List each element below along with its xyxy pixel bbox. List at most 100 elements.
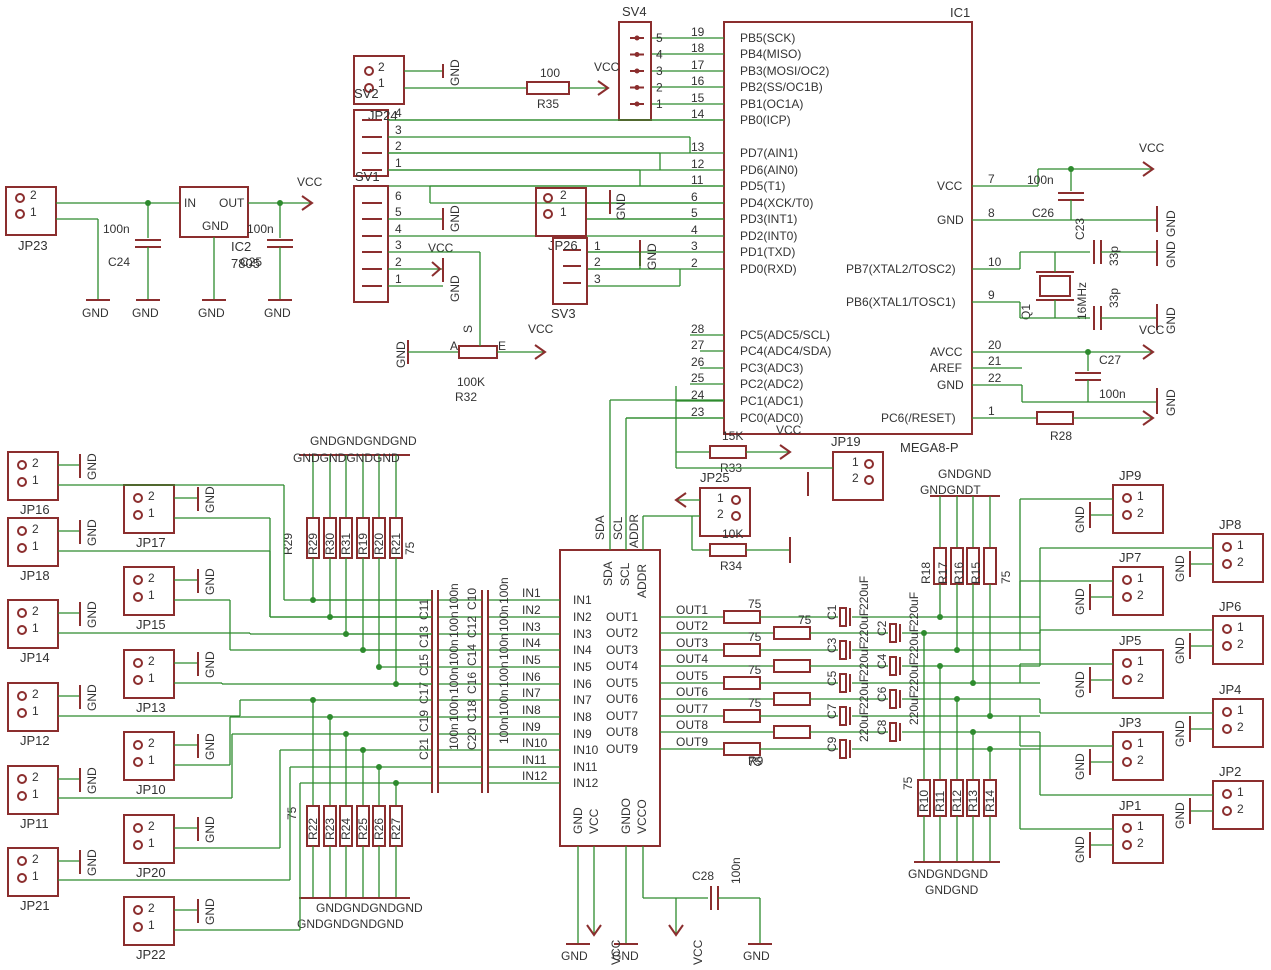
jp23-label: JP23 [18, 238, 48, 253]
header-pin-number: 1 [32, 473, 39, 487]
header-pin-number: 2 [148, 901, 155, 915]
resistor-label: R24 [339, 818, 353, 840]
jp23-header: 2 1 JP23 [5, 186, 57, 253]
cap-label: C14 [465, 644, 479, 666]
drv-output-pin: OUT7 [606, 709, 638, 723]
drv-output-net: OUT4 [676, 652, 708, 666]
ic1-pin-label: PC6(/RESET) [881, 411, 956, 425]
header-label: JP22 [136, 947, 166, 962]
gnd-label: GND [614, 193, 628, 220]
header-pin [133, 510, 143, 520]
ic1-pin-label: PB1(OC1A) [740, 97, 803, 111]
resistor-label: R12 [950, 790, 964, 812]
drv-output-pin: OUT8 [606, 725, 638, 739]
gnd-label: GND [85, 767, 99, 794]
output-resistor [773, 692, 811, 706]
dynamic-parts: 21JP16GND21JP18GND21JP14GND21JP12GND21JP… [7, 434, 1264, 962]
header-pin [1122, 757, 1132, 767]
resistor-label: R17 [936, 562, 950, 584]
header-pin [1122, 658, 1132, 668]
header-pin [1122, 675, 1132, 685]
ic1-pin-number: 5 [691, 206, 698, 220]
header-label: JP9 [1119, 468, 1141, 483]
header-label: JP7 [1119, 550, 1141, 565]
header-body [123, 814, 175, 864]
sv3-pin2: 2 [594, 255, 601, 269]
cap-label: C21 [417, 738, 431, 760]
jp26-pin2: 2 [560, 188, 567, 202]
header-pin [17, 873, 27, 883]
resistor-label: R30 [323, 533, 337, 555]
sv1-pin-number: 3 [395, 238, 402, 252]
gnd-label: GND [1164, 210, 1178, 237]
cap-value: 220uF [857, 708, 871, 742]
jp26-header: 2 1 JP26 [535, 187, 587, 253]
header-pin [1122, 510, 1132, 520]
cap-label: C7 [825, 703, 839, 719]
r35-value: 100 [540, 66, 560, 80]
c27-value: 100n [1099, 387, 1126, 401]
ic1-pin-number: 17 [691, 58, 705, 72]
header-body [7, 517, 59, 567]
ic1-pin-number: 27 [691, 338, 705, 352]
header-pin-number: 1 [1237, 785, 1244, 799]
junction-dot [987, 713, 993, 719]
ic2-part: 7805 [231, 256, 260, 271]
cap-label: C2 [875, 620, 889, 636]
cap-label: C4 [875, 653, 889, 669]
header-pin-number: 1 [1137, 819, 1144, 833]
header-pin-number: 1 [148, 918, 155, 932]
cap-value: 100n [447, 667, 461, 694]
header-pin-number: 2 [1237, 720, 1244, 734]
resistor-label: R16 [952, 562, 966, 584]
r34-value: 10K [722, 527, 743, 541]
gnd-group-label: GNDGNDGND [908, 867, 988, 881]
header-pin [17, 625, 27, 635]
reg-gnd-label: GND [202, 219, 229, 233]
resistor-label: R10 [917, 790, 931, 812]
drv-input-net: IN7 [522, 686, 541, 700]
header-pin [1222, 542, 1232, 552]
header-label: JP5 [1119, 633, 1141, 648]
junction-dot [937, 614, 943, 620]
sv4-label: SV4 [622, 4, 647, 19]
header-pin-number: 1 [1237, 620, 1244, 634]
header-pin-number: 1 [1137, 736, 1144, 750]
cap-value: 220uF [907, 691, 921, 725]
cap-value: 100n [447, 583, 461, 610]
header-pin-number: 2 [1137, 836, 1144, 850]
ic1-right-pins: 7VCC8GND10PB7(XTAL2/TOSC2)9PB6(XTAL1/TOS… [846, 172, 1022, 425]
r35-label: R35 [537, 97, 559, 111]
sv4-pin-number: 4 [656, 48, 663, 62]
jp19-label: JP19 [831, 434, 861, 449]
resistor-label: R31 [339, 533, 353, 555]
gnd-label: GND [1073, 836, 1087, 863]
ic1-pin-number: 22 [988, 371, 1002, 385]
junction-dot [954, 647, 960, 653]
jp19-header: 1 2 JP19 VCC 15K R33 [675, 386, 884, 501]
drv-output-net: OUT1 [676, 603, 708, 617]
header-body [1212, 615, 1264, 665]
header-pin-number: 1 [148, 753, 155, 767]
jp25-pin2: 2 [717, 507, 724, 521]
resistor-label: R20 [372, 533, 386, 555]
sv1-pin-number: 6 [395, 189, 402, 203]
drv-input-net: IN5 [522, 653, 541, 667]
resistor-label: R15 [969, 562, 983, 584]
header-label: JP8 [1219, 517, 1241, 532]
header-label: JP21 [20, 898, 50, 913]
r34-label: R34 [720, 559, 742, 573]
header-pin-number: 2 [1237, 802, 1244, 816]
drv-output-net: OUT8 [676, 718, 708, 732]
resistor-value: 75 [403, 541, 417, 555]
output-resistor [723, 610, 761, 624]
ic1-pin-number: 21 [988, 354, 1002, 368]
header-pin-number: 1 [32, 787, 39, 801]
c26-value: 100n [1027, 173, 1054, 187]
sv3-label: SV3 [551, 306, 576, 321]
